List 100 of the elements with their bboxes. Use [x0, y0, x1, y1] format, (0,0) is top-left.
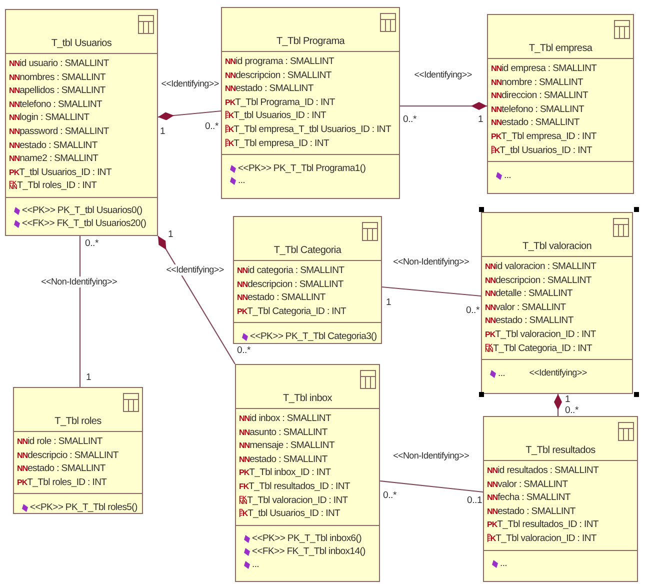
column-text: PKT_Tbl roles_ID : INT — [17, 476, 107, 490]
stereotype-label: <<Identifying>> — [413, 70, 473, 80]
column-text: NNid usuario : SMALLINT — [9, 57, 109, 71]
table-name: T_tbl Usuarios — [51, 37, 112, 50]
multiplicity-label: 0..* — [403, 114, 416, 125]
multiplicity-label: 1 — [168, 229, 174, 240]
multiplicity-label: 0..* — [85, 238, 98, 249]
column-text: NNdescripcion : SMALLINT — [485, 274, 592, 288]
stereotype-label: <<Non-Identifying>> — [392, 450, 470, 462]
operation-text: ... — [504, 170, 512, 182]
relationship-line — [158, 110, 222, 120]
table-name: T_Tbl inbox — [283, 392, 332, 405]
column-text: NNasunto : SMALLINT — [239, 426, 328, 440]
column-text: NNid programa : SMALLINT — [225, 55, 334, 69]
table-name: T_Tbl valoracion — [522, 240, 592, 253]
column-text: NNvalor : SMALLINT — [487, 478, 568, 492]
column-text: NNestado : SMALLINT — [225, 82, 314, 96]
stereotype-label: <<Non-Identifying>> — [40, 276, 118, 288]
operation-text: <<PK>> PK_T_Tbl inbox6() — [252, 533, 362, 546]
relationship-line — [554, 394, 562, 416]
multiplicity-label: 1 — [86, 372, 92, 383]
multiplicity-label: 0..* — [565, 405, 578, 416]
operation-text: <<FK>> FK_T_Tbl inbox14() — [252, 546, 366, 558]
column-text: NNestado : SMALLINT — [485, 314, 574, 328]
stereotype-label: <<Non-Identifying>> — [392, 256, 470, 268]
operation-text: ... — [500, 558, 508, 570]
column-text: NNname2 : SMALLINT — [9, 152, 98, 166]
multiplicity-label: 0..* — [237, 345, 250, 356]
table-box — [13, 387, 143, 514]
column-text: NNestado : SMALLINT — [17, 462, 106, 476]
column-text: NNfecha : SMALLINT — [487, 491, 570, 505]
column-text: PKT_Tbl inbox_ID : INT — [239, 466, 331, 480]
column-text: PKT_Tbl valoracion_ID : INT — [485, 328, 596, 342]
column-text: NNtelefono : SMALLINT — [491, 102, 584, 116]
multiplicity-label: 1 — [386, 297, 392, 308]
operation-text: <<PK>> PK_T_Tbl Programa1() — [238, 162, 366, 175]
multiplicity-label: 1 — [160, 126, 166, 137]
column-text: NNid inbox : SMALLINT — [239, 412, 331, 426]
relationship-line — [382, 286, 482, 297]
multiplicity-label: 0..* — [383, 490, 396, 501]
stereotype-label: <<Identifying>> — [160, 78, 220, 90]
multiplicity-label: 1 — [565, 394, 570, 405]
column-text: NNdescripcion : SMALLINT — [225, 68, 332, 82]
column-text: NNnombres : SMALLINT — [9, 70, 106, 84]
column-text: NNestado : SMALLINT — [237, 291, 326, 305]
column-text: NNdireccion : SMALLINT — [491, 89, 588, 103]
table-box — [481, 212, 633, 394]
operation-text: ... — [238, 175, 246, 188]
multiplicity-label: 0..* — [466, 305, 480, 316]
column-text: PKT_Tbl Categoria_ID : INT — [237, 304, 346, 318]
table-name: T_Tbl empresa — [528, 42, 592, 55]
column-text: NNid valoracion : SMALLINT — [485, 260, 596, 274]
column-text: NNdetalle : SMALLINT — [485, 287, 573, 301]
column-text: NNid resultados : SMALLINT — [487, 464, 599, 478]
column-text: NNapellidos : SMALLINT — [9, 84, 106, 98]
column-text: NNid categoria : SMALLINT — [237, 264, 344, 278]
column-text: PKT_Tbl empresa_ID : INT — [491, 130, 596, 144]
multiplicity-label: 0..* — [205, 121, 218, 132]
relationship-line — [158, 236, 236, 364]
column-text: NNlogin : SMALLINT — [9, 111, 90, 125]
column-text: NNmensaje : SMALLINT — [239, 439, 334, 453]
operation-text: <<PK>> PK_T_Tbl roles5() — [30, 502, 138, 513]
column-text: NNestado : SMALLINT — [487, 504, 576, 518]
table-box — [483, 416, 638, 582]
column-text: NNestado : SMALLINT — [491, 116, 580, 130]
relationship-line — [79, 236, 81, 387]
column-text: NNvalor : SMALLINT — [485, 300, 566, 314]
column-text: PKT_Tbl Programa_ID : INT — [225, 96, 335, 110]
column-text: NNestado : SMALLINT — [9, 138, 98, 152]
table-name: T_Tbl Categoria — [274, 244, 342, 257]
relationship-line — [380, 480, 484, 493]
column-text: NNestado : SMALLINT — [239, 452, 328, 466]
stereotype-label: <<Identifying>> — [528, 368, 588, 378]
multiplicity-label: 0..1 — [467, 495, 482, 506]
column-text: FKT_Tbl resultados_ID : INT — [239, 480, 350, 494]
table-box — [233, 216, 382, 344]
table-box — [235, 364, 380, 582]
column-text: NNtelefono : SMALLINT — [9, 98, 102, 112]
table-name: T_Tbl Programa — [276, 35, 345, 48]
table-box — [5, 9, 158, 236]
stereotype-label: <<Identifying>> — [165, 264, 225, 276]
column-text: NNdescripcion : SMALLINT — [237, 278, 344, 292]
column-text: NNdescripcio : SMALLINT — [17, 448, 118, 462]
column-text: NNid role : SMALLINT — [17, 435, 102, 449]
table-name: T_Tbl roles — [54, 415, 102, 428]
column-text: NNpassword : SMALLINT — [9, 124, 109, 139]
column-text: NNid empresa : SMALLINT — [491, 62, 597, 76]
operation-text: <<PK>> PK_T_tbl Usuarios0() — [22, 205, 142, 218]
column-text: NNnombre : SMALLINT — [491, 76, 584, 90]
table-box — [221, 7, 400, 199]
operation-text: <<FK>> FK_T_tbl Usuarios20() — [22, 218, 146, 230]
table-name: T_Tbl resultados — [526, 444, 596, 457]
operation-text: ... — [498, 368, 506, 380]
relationship-line — [400, 102, 487, 110]
operation-text: <<PK>> PK_T_Tbl Categoria3() — [250, 330, 377, 343]
column-text: PKT_Tbl resultados_ID : INT — [487, 518, 598, 532]
multiplicity-label: 1 — [478, 114, 484, 125]
operation-text: ... — [252, 558, 260, 571]
table-box — [487, 14, 634, 194]
column-text: PKT_tbl Usuarios_ID : INT — [9, 166, 112, 180]
